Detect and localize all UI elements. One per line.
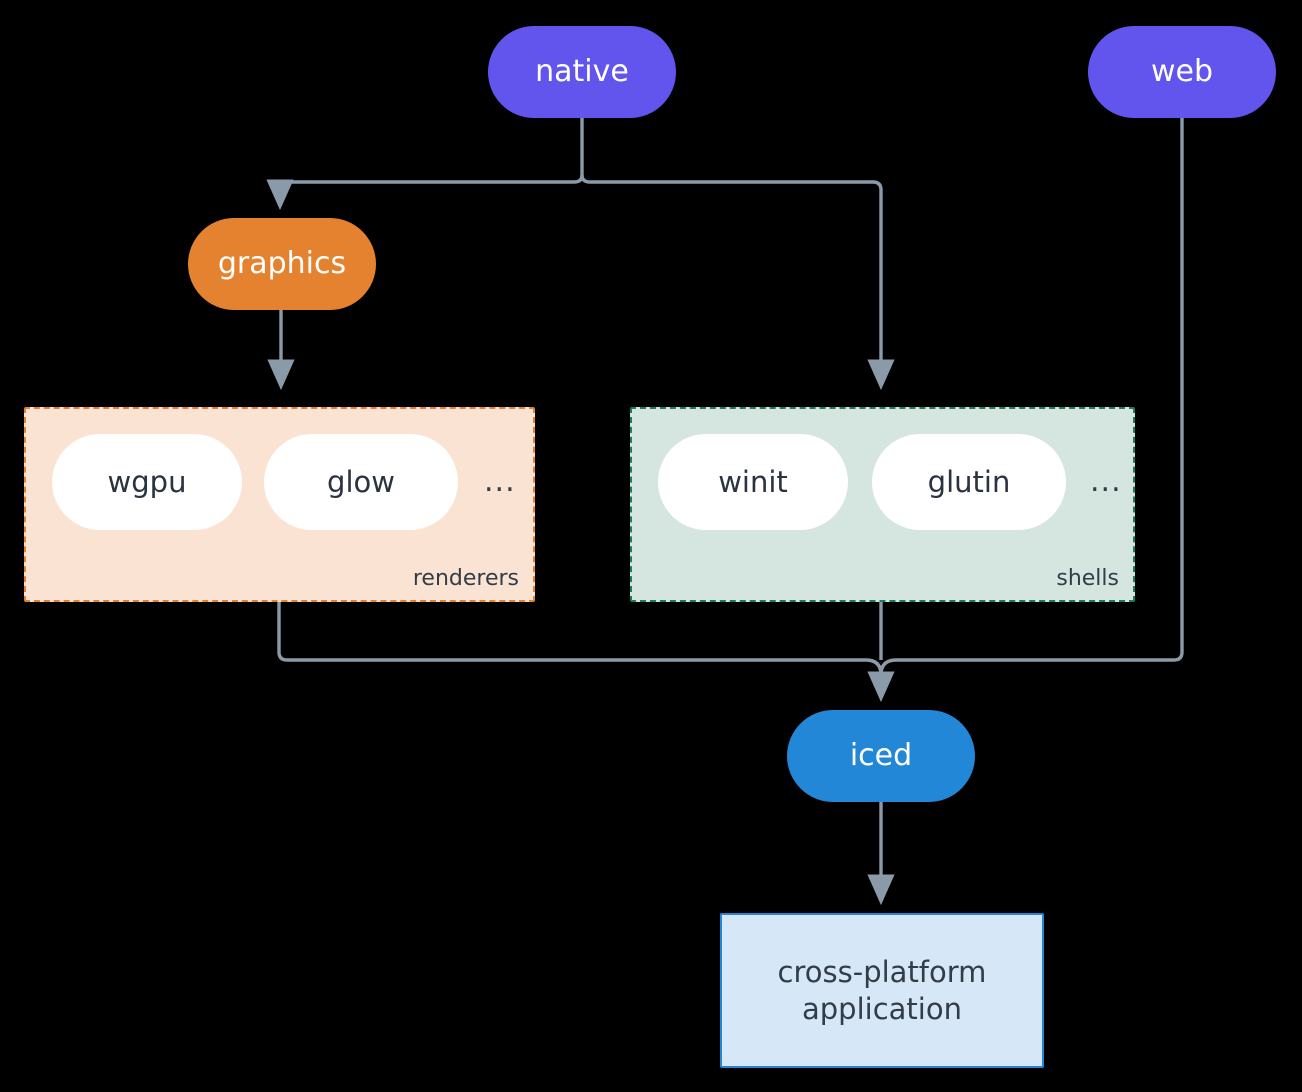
edge-merge-to-iced <box>865 658 895 703</box>
node-graphics[interactable]: graphics <box>188 218 376 310</box>
node-web-label: web <box>1150 54 1214 90</box>
node-native[interactable]: native <box>488 26 676 118</box>
node-glow-label: glow <box>327 465 395 499</box>
node-glow[interactable]: glow <box>264 434 458 530</box>
cluster-renderers: wgpu glow ... renderers <box>24 407 535 602</box>
edge-renderers-to-iced <box>277 602 866 662</box>
node-iced[interactable]: iced <box>787 710 975 802</box>
node-cross-platform-application[interactable]: cross-platform application <box>720 913 1044 1068</box>
node-wgpu[interactable]: wgpu <box>52 434 242 530</box>
node-web[interactable]: web <box>1088 26 1276 118</box>
cluster-shells: winit glutin ... shells <box>630 407 1135 602</box>
edge-merge-right-joint <box>879 658 897 676</box>
edge-native-to-graphics <box>266 174 584 211</box>
edge-native-to-shells <box>580 174 895 391</box>
node-iced-label: iced <box>849 738 913 774</box>
node-wgpu-label: wgpu <box>107 465 187 499</box>
cluster-shells-title: shells <box>1056 566 1119 591</box>
node-cross-platform-application-label: cross-platform application <box>777 955 987 1026</box>
shells-more-ellipsis: ... <box>1090 464 1122 499</box>
node-glutin[interactable]: glutin <box>872 434 1066 530</box>
renderers-more-ellipsis: ... <box>484 464 516 499</box>
node-glutin-label: glutin <box>927 465 1011 499</box>
node-winit-label: winit <box>718 465 788 499</box>
node-graphics-label: graphics <box>217 246 347 282</box>
cluster-renderers-title: renderers <box>412 566 519 591</box>
node-native-label: native <box>535 54 629 90</box>
node-winit[interactable]: winit <box>658 434 848 530</box>
